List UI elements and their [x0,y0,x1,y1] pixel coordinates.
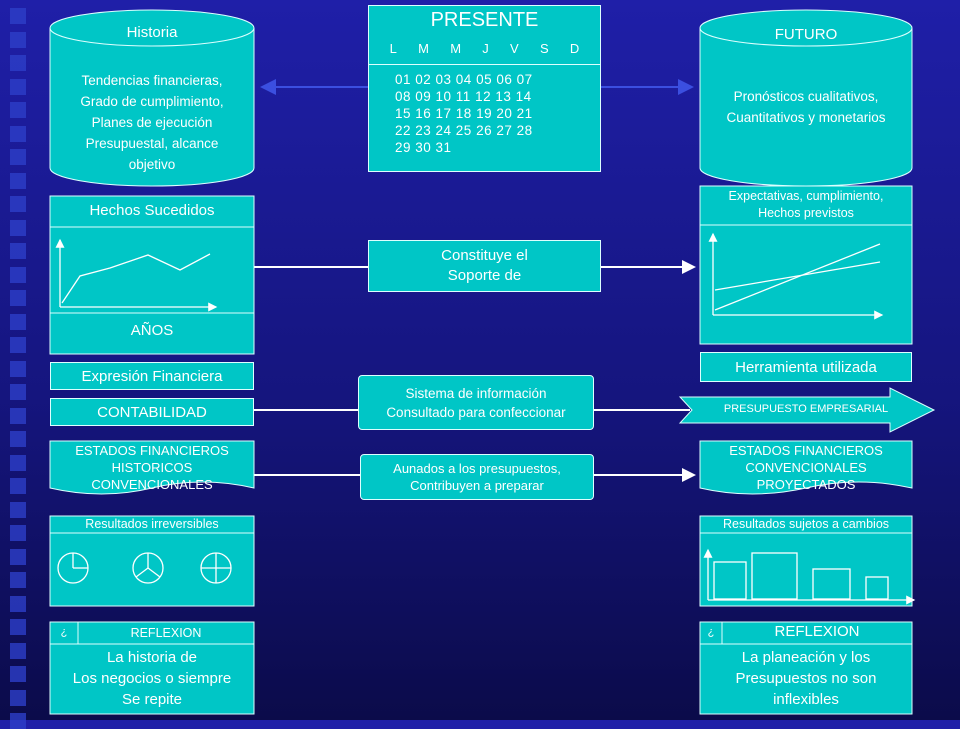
herramienta-box: Herramienta utilizada [700,352,912,382]
futuro-title: FUTURO [774,26,838,43]
decorative-square [10,619,26,635]
decorative-square [10,384,26,400]
decorative-square [10,172,26,189]
decorative-square [10,290,26,306]
decorative-square [10,572,26,588]
reflexion-right-title: REFLEXION [774,623,860,640]
hechos-axis-label: AÑOS [130,322,174,339]
hechos-chart [49,195,255,355]
reflexion-right-mark: ¿ [707,626,715,638]
decorative-square [10,243,26,259]
calendar-week-row: 15 16 17 18 19 20 21 [395,106,533,121]
calendar-weekday: V [510,41,519,56]
expresion-financiera-box: Expresión Financiera [50,362,254,390]
calendar-weekday: D [569,41,580,56]
presente-title: PRESENTE [430,9,539,31]
decorative-square [10,407,26,424]
calendar-weekday: M [418,41,429,56]
decorative-square [10,196,26,212]
decorative-squares [0,0,40,729]
historia-cylinder [49,9,255,187]
decorative-square [10,360,26,377]
reflexion-left-body: La historia de Los negocios o siempre Se… [72,649,232,708]
bar-chart-icon [713,552,889,600]
calendar-days: 01 02 03 04 05 06 07 08 09 10 11 12 13 14… [369,65,600,156]
futuro-cylinder [699,9,913,187]
decorative-square [10,454,26,471]
calendar-weekday: J [482,41,489,56]
presente-calendar: PRESENTE L M M J V S D 01 02 03 04 05 06 07 08 … [368,5,601,172]
historia-title: Historia [126,24,178,41]
calendar-weekday: M [450,41,462,56]
pie-chart-quarter-icon [57,552,89,584]
presupuesto-arrow-shape [678,387,936,433]
decorative-square [10,125,26,142]
pie-chart-cross-icon [200,552,232,584]
reflexion-left-box [49,621,255,715]
decorative-square [10,313,26,330]
decorative-square [10,78,26,95]
decorative-square [10,548,26,565]
calendar-week-row: 22 23 24 25 26 27 28 [395,123,533,138]
decorative-square [10,666,26,682]
expectativas-chart [699,185,913,345]
pie-chart-three-slice-icon [132,552,164,584]
contabilidad-box: CONTABILIDAD [50,398,254,426]
decorative-square [10,219,26,236]
calendar-week-row: 08 09 10 11 12 13 14 [395,89,532,104]
sujetos-title: Resultados sujetos a cambios [722,517,890,531]
calendar-week-row: 29 30 31 [395,140,452,155]
calendar-week-row: 01 02 03 04 05 06 07 [395,72,533,87]
calendar-weekday: L [389,41,397,56]
decorative-square [10,8,26,24]
decorative-square [10,149,26,165]
sistema-box: Sistema de información Consultado para c… [358,375,594,430]
estados-proyectados-text: ESTADOS FINANCIEROS CONVENCIONALES PROYE… [729,443,883,492]
decorative-square [10,642,26,659]
decorative-square [10,102,26,118]
decorative-square [10,478,26,494]
aunados-box: Aunados a los presupuestos, Contribuyen … [360,454,594,500]
decorative-square [10,431,26,447]
presupuesto-label: PRESUPUESTO EMPRESARIAL [723,403,889,415]
reflexion-right-box [699,621,913,715]
futuro-body: Pronósticos cualitativos, Cuantitativos … [726,89,886,125]
decorative-square [10,525,26,541]
reflexion-left-mark: ¿ [60,626,68,638]
irreversibles-panel [49,515,255,607]
decorative-square [10,501,26,518]
decorative-square [10,595,26,612]
decorative-square [10,31,26,48]
reflexion-right-body: La planeación y los Presupuestos no son … [735,649,877,708]
historia-body: Tendencias financieras, Grado de cumplim… [80,73,224,172]
estados-historicos-shape [49,440,255,495]
decorative-square [10,55,26,71]
expectativas-title: Expectativas, cumplimiento, Hechos previ… [728,189,884,220]
decorative-square [10,337,26,353]
soporte-box: Constituye el Soporte de [368,240,601,292]
hechos-title: Hechos Sucedidos [89,202,215,219]
estados-proyectados-shape [699,440,913,495]
irreversibles-title: Resultados irreversibles [85,517,219,531]
decorative-square [10,266,26,283]
reflexion-left-title: REFLEXION [130,626,202,640]
calendar-weekday: S [539,41,549,56]
decorative-square [10,689,26,706]
estados-historicos-text: ESTADOS FINANCIEROS HISTORICOS CONVENCIO… [75,443,229,492]
sujetos-panel [699,515,916,607]
